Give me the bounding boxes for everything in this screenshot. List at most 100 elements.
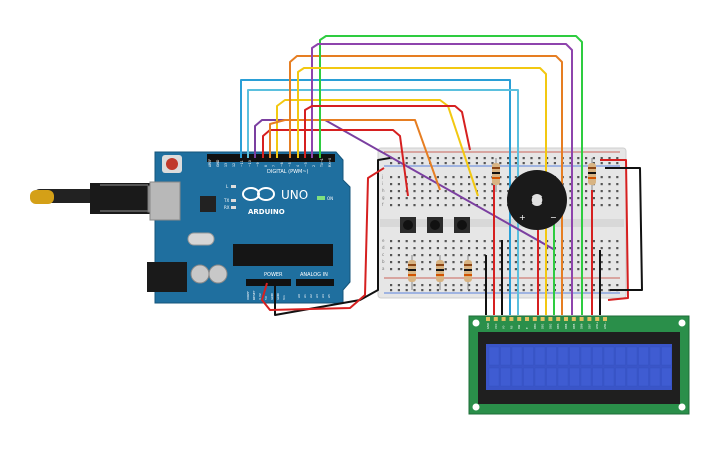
breadboard-hole[interactable] (468, 254, 471, 257)
lcd-pin[interactable] (509, 317, 514, 321)
breadboard-hole[interactable] (429, 157, 432, 160)
push-button-2[interactable] (427, 217, 443, 233)
breadboard-hole[interactable] (429, 240, 432, 243)
breadboard-hole[interactable] (491, 157, 494, 160)
breadboard-hole[interactable] (491, 284, 494, 287)
breadboard-hole[interactable] (483, 176, 486, 179)
breadboard-hole[interactable] (460, 289, 463, 292)
breadboard-hole[interactable] (608, 197, 611, 200)
breadboard-hole[interactable] (390, 204, 393, 207)
breadboard-hole[interactable] (444, 176, 447, 179)
breadboard-hole[interactable] (397, 254, 400, 257)
breadboard-hole[interactable] (499, 247, 502, 250)
breadboard-hole[interactable] (429, 284, 432, 287)
breadboard-hole[interactable] (499, 289, 502, 292)
breadboard-hole[interactable] (413, 183, 416, 186)
breadboard-hole[interactable] (514, 289, 517, 292)
breadboard-hole[interactable] (616, 162, 619, 165)
breadboard-hole[interactable] (514, 240, 517, 243)
breadboard-hole[interactable] (452, 176, 455, 179)
breadboard-hole[interactable] (436, 289, 439, 292)
breadboard-hole[interactable] (522, 289, 525, 292)
breadboard-hole[interactable] (452, 157, 455, 160)
breadboard-hole[interactable] (600, 289, 603, 292)
breadboard-hole[interactable] (499, 268, 502, 271)
breadboard-hole[interactable] (460, 190, 463, 193)
breadboard-hole[interactable] (444, 268, 447, 271)
breadboard-hole[interactable] (460, 162, 463, 165)
breadboard-hole[interactable] (616, 176, 619, 179)
lcd-pin[interactable] (587, 317, 592, 321)
breadboard-hole[interactable] (397, 268, 400, 271)
breadboard-hole[interactable] (452, 268, 455, 271)
breadboard-hole[interactable] (444, 261, 447, 264)
breadboard-hole[interactable] (390, 240, 393, 243)
breadboard-hole[interactable] (444, 284, 447, 287)
breadboard-hole[interactable] (507, 240, 510, 243)
breadboard-hole[interactable] (483, 261, 486, 264)
breadboard-hole[interactable] (483, 204, 486, 207)
breadboard-hole[interactable] (475, 289, 478, 292)
breadboard-hole[interactable] (444, 162, 447, 165)
breadboard-hole[interactable] (413, 240, 416, 243)
breadboard-hole[interactable] (460, 247, 463, 250)
breadboard-hole[interactable] (577, 190, 580, 193)
breadboard-hole[interactable] (491, 197, 494, 200)
breadboard-hole[interactable] (592, 261, 595, 264)
breadboard-hole[interactable] (553, 162, 556, 165)
breadboard-hole[interactable] (546, 157, 549, 160)
breadboard-hole[interactable] (421, 162, 424, 165)
breadboard-hole[interactable] (429, 254, 432, 257)
breadboard-hole[interactable] (569, 190, 572, 193)
breadboard-hole[interactable] (475, 157, 478, 160)
breadboard-hole[interactable] (507, 289, 510, 292)
breadboard-hole[interactable] (483, 247, 486, 250)
breadboard-hole[interactable] (460, 284, 463, 287)
breadboard-hole[interactable] (397, 157, 400, 160)
breadboard-hole[interactable] (608, 240, 611, 243)
lcd-pin[interactable] (579, 317, 584, 321)
lcd-pin[interactable] (571, 317, 576, 321)
breadboard-hole[interactable] (421, 176, 424, 179)
breadboard-hole[interactable] (499, 240, 502, 243)
breadboard-hole[interactable] (538, 289, 541, 292)
breadboard-hole[interactable] (592, 268, 595, 271)
lcd-pin[interactable] (501, 317, 506, 321)
breadboard-hole[interactable] (608, 190, 611, 193)
breadboard-hole[interactable] (421, 240, 424, 243)
breadboard-hole[interactable] (405, 157, 408, 160)
breadboard-hole[interactable] (546, 247, 549, 250)
breadboard-hole[interactable] (413, 157, 416, 160)
breadboard-hole[interactable] (577, 157, 580, 160)
breadboard-hole[interactable] (421, 268, 424, 271)
breadboard-hole[interactable] (390, 289, 393, 292)
breadboard-hole[interactable] (390, 176, 393, 179)
breadboard-hole[interactable] (569, 162, 572, 165)
breadboard-hole[interactable] (483, 190, 486, 193)
breadboard-hole[interactable] (569, 254, 572, 257)
breadboard-hole[interactable] (483, 157, 486, 160)
breadboard-hole[interactable] (483, 268, 486, 271)
breadboard-hole[interactable] (507, 183, 510, 186)
breadboard-hole[interactable] (436, 240, 439, 243)
breadboard-hole[interactable] (468, 240, 471, 243)
breadboard-hole[interactable] (405, 240, 408, 243)
breadboard-hole[interactable] (413, 176, 416, 179)
breadboard-hole[interactable] (608, 204, 611, 207)
breadboard-hole[interactable] (397, 240, 400, 243)
breadboard-hole[interactable] (421, 261, 424, 264)
breadboard-hole[interactable] (600, 157, 603, 160)
breadboard-hole[interactable] (460, 240, 463, 243)
breadboard-hole[interactable] (585, 157, 588, 160)
breadboard-hole[interactable] (491, 183, 494, 186)
breadboard-hole[interactable] (436, 162, 439, 165)
breadboard-hole[interactable] (577, 204, 580, 207)
breadboard-hole[interactable] (585, 197, 588, 200)
breadboard-hole[interactable] (577, 289, 580, 292)
breadboard-hole[interactable] (514, 261, 517, 264)
breadboard-hole[interactable] (421, 197, 424, 200)
breadboard-hole[interactable] (577, 247, 580, 250)
lcd-pin[interactable] (540, 317, 545, 321)
breadboard-hole[interactable] (468, 190, 471, 193)
breadboard-hole[interactable] (507, 157, 510, 160)
